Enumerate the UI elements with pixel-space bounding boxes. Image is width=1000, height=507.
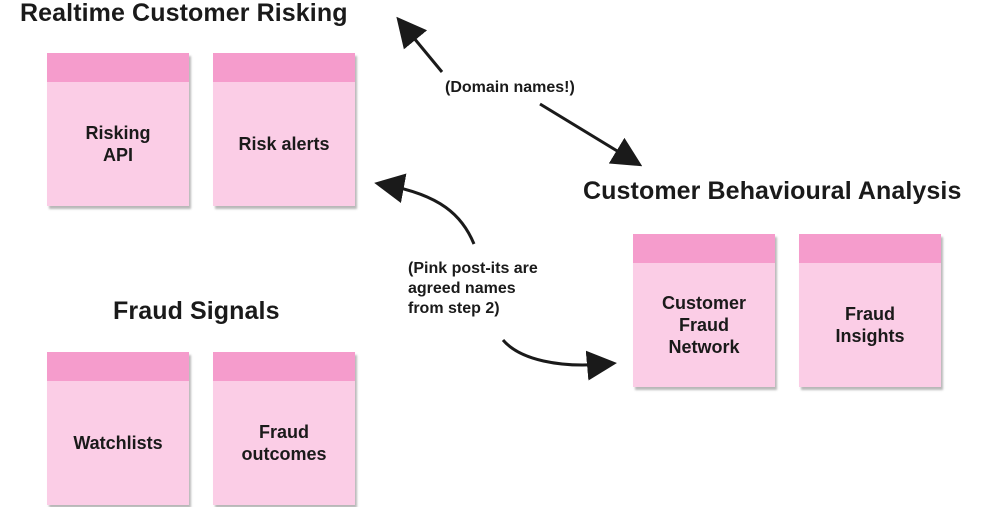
sticky-note-strip [213, 53, 355, 82]
arrow-caption-to-customer-fraud-network [501, 338, 617, 381]
group-title-customer-behavioural-analysis: Customer Behavioural Analysis [583, 177, 962, 205]
sticky-note-strip [633, 234, 775, 263]
sticky-note-strip [799, 234, 941, 263]
annotation-domain-names: (Domain names!) [445, 79, 575, 96]
sticky-note-label: Risk alerts [238, 134, 330, 154]
sticky-note-label: Watchlists [73, 433, 163, 453]
sticky-note-customer-fraud-network: Customer Fraud Network [633, 234, 775, 387]
sticky-note-label: Fraud Insights [835, 304, 905, 346]
sticky-note-strip [47, 53, 189, 82]
arrow-caption-to-risk-alerts [374, 173, 476, 245]
sticky-note-strip [47, 352, 189, 381]
sticky-note-fraud-outcomes: Fraud outcomes [213, 352, 355, 505]
group-title-fraud-signals: Fraud Signals [113, 297, 280, 325]
sticky-note-label: Fraud outcomes [241, 422, 327, 464]
annotation-pink-postits: (Pink post-its are agreed names from ste… [408, 260, 538, 317]
sticky-note-risking-api: Risking API [47, 53, 189, 206]
arrow-realtime-to-domain-note [396, 16, 444, 73]
sticky-note-risk-alerts: Risk alerts [213, 53, 355, 206]
group-title-realtime-customer-risking: Realtime Customer Risking [20, 0, 348, 27]
arrow-domain-note-to-behavioural [539, 102, 643, 167]
sticky-note-fraud-insights: Fraud Insights [799, 234, 941, 387]
sticky-note-strip [213, 352, 355, 381]
sticky-note-watchlists: Watchlists [47, 352, 189, 505]
sticky-note-label: Customer Fraud Network [661, 293, 746, 357]
sticky-note-label: Risking API [85, 123, 151, 165]
